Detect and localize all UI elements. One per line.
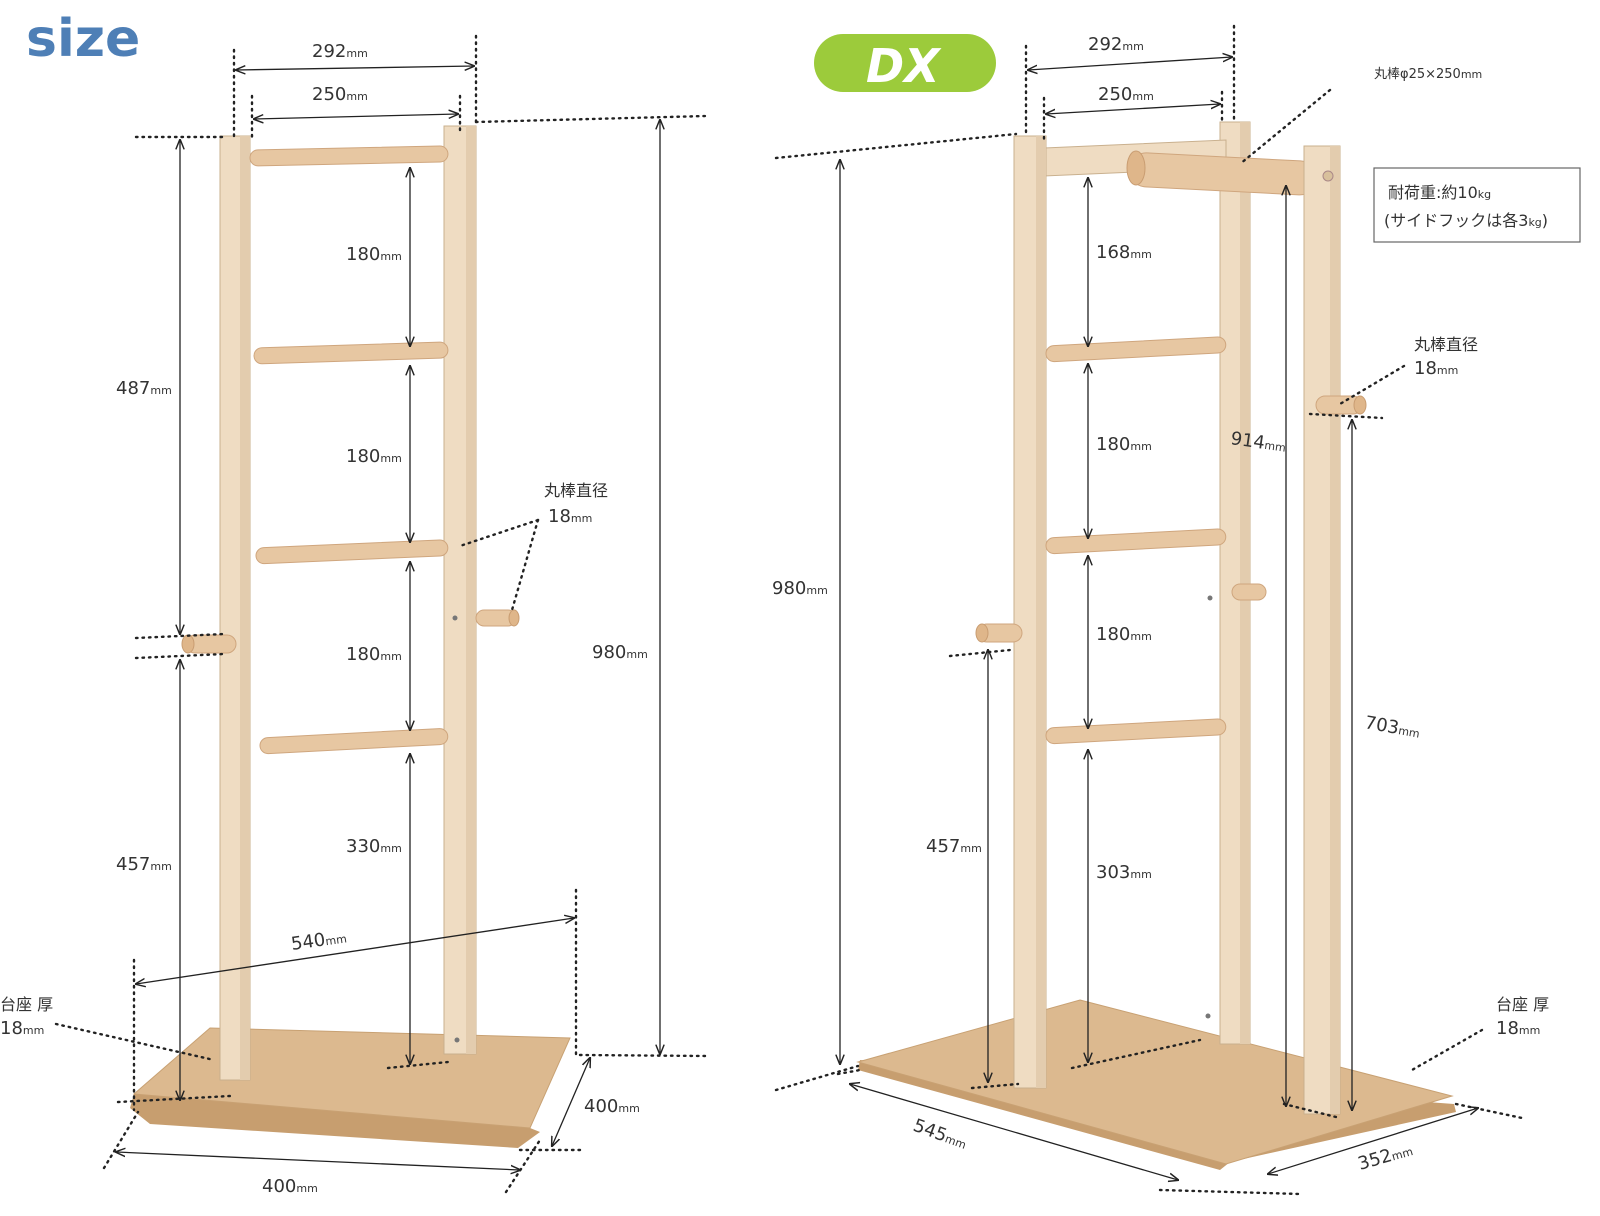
left-base-edge — [130, 1094, 540, 1148]
left-rung-2 — [253, 341, 449, 365]
left-rung-gap-3: 180mm — [346, 644, 402, 665]
load-spec-box — [1373, 167, 1581, 243]
right-top-outer-width: 292mm — [1088, 34, 1144, 55]
left-base-depth: 400mm — [584, 1096, 640, 1117]
right-base-width: 545mm — [910, 1115, 970, 1154]
left-rod-label: 丸棒直径 — [544, 481, 608, 500]
right-dimensions — [774, 24, 1524, 1196]
right-rack — [856, 121, 1456, 1170]
left-base-thickness: 18mm — [0, 1018, 44, 1039]
left-rung-4 — [259, 728, 449, 755]
left-total-height: 980mm — [592, 642, 648, 663]
left-labels: 292mm 250mm 180mm 180mm 180mm 330mm 487m… — [0, 41, 648, 1197]
left-base-thickness-label: 台座 厚 — [0, 995, 53, 1014]
load-capacity: 耐荷重:約10kg — [1388, 183, 1491, 202]
right-top-bar — [1129, 152, 1317, 196]
right-base-thickness-label: 台座 厚 — [1496, 995, 1549, 1014]
hook-load-capacity: (サイドフックは各3kg) — [1384, 211, 1548, 230]
right-rod-label: 丸棒直径 — [1414, 335, 1478, 354]
left-upper-height: 487mm — [116, 378, 172, 399]
right-rung-1 — [1045, 336, 1227, 363]
left-rung-3 — [255, 539, 449, 565]
right-rod-size: 18mm — [1414, 358, 1458, 379]
left-base-diagonal: 540mm — [290, 926, 348, 955]
right-bottom-gap: 303mm — [1096, 862, 1152, 883]
right-rung-gap-1: 168mm — [1096, 242, 1152, 263]
right-labels: 292mm 250mm 丸棒φ25×250mm 168mm 180mm 180m… — [772, 34, 1581, 1175]
left-dimensions — [54, 34, 708, 1194]
left-lower-height: 457mm — [116, 854, 172, 875]
left-top-outer-width: 292mm — [312, 41, 368, 62]
right-hanger-height: 914mm — [1229, 428, 1287, 457]
right-rung-3 — [1045, 718, 1227, 745]
left-bottom-gap: 330mm — [346, 836, 402, 857]
right-hook-height: 703mm — [1363, 712, 1422, 742]
right-lower-height: 457mm — [926, 836, 982, 857]
dx-badge — [814, 34, 996, 92]
left-rung-gap-2: 180mm — [346, 446, 402, 467]
right-hook-back — [1231, 583, 1267, 601]
dx-title: DX — [866, 39, 942, 93]
left-base-width: 400mm — [262, 1176, 318, 1197]
right-base-depth: 352mm — [1356, 1139, 1415, 1175]
right-rung-gap-3: 180mm — [1096, 624, 1152, 645]
right-base-thickness: 18mm — [1496, 1018, 1540, 1039]
left-rack — [130, 125, 571, 1148]
left-top-inner-width: 250mm — [312, 84, 368, 105]
left-rod-size: 18mm — [548, 506, 592, 527]
right-total-height: 980mm — [772, 578, 828, 599]
right-rung-2 — [1045, 528, 1227, 555]
right-rung-gap-2: 180mm — [1096, 434, 1152, 455]
right-top-bar-spec: 丸棒φ25×250mm — [1374, 67, 1482, 82]
left-rung-gap-1: 180mm — [346, 244, 402, 265]
left-rung-1 — [249, 145, 449, 167]
size-title: size — [26, 9, 140, 69]
right-top-inner-width: 250mm — [1098, 84, 1154, 105]
